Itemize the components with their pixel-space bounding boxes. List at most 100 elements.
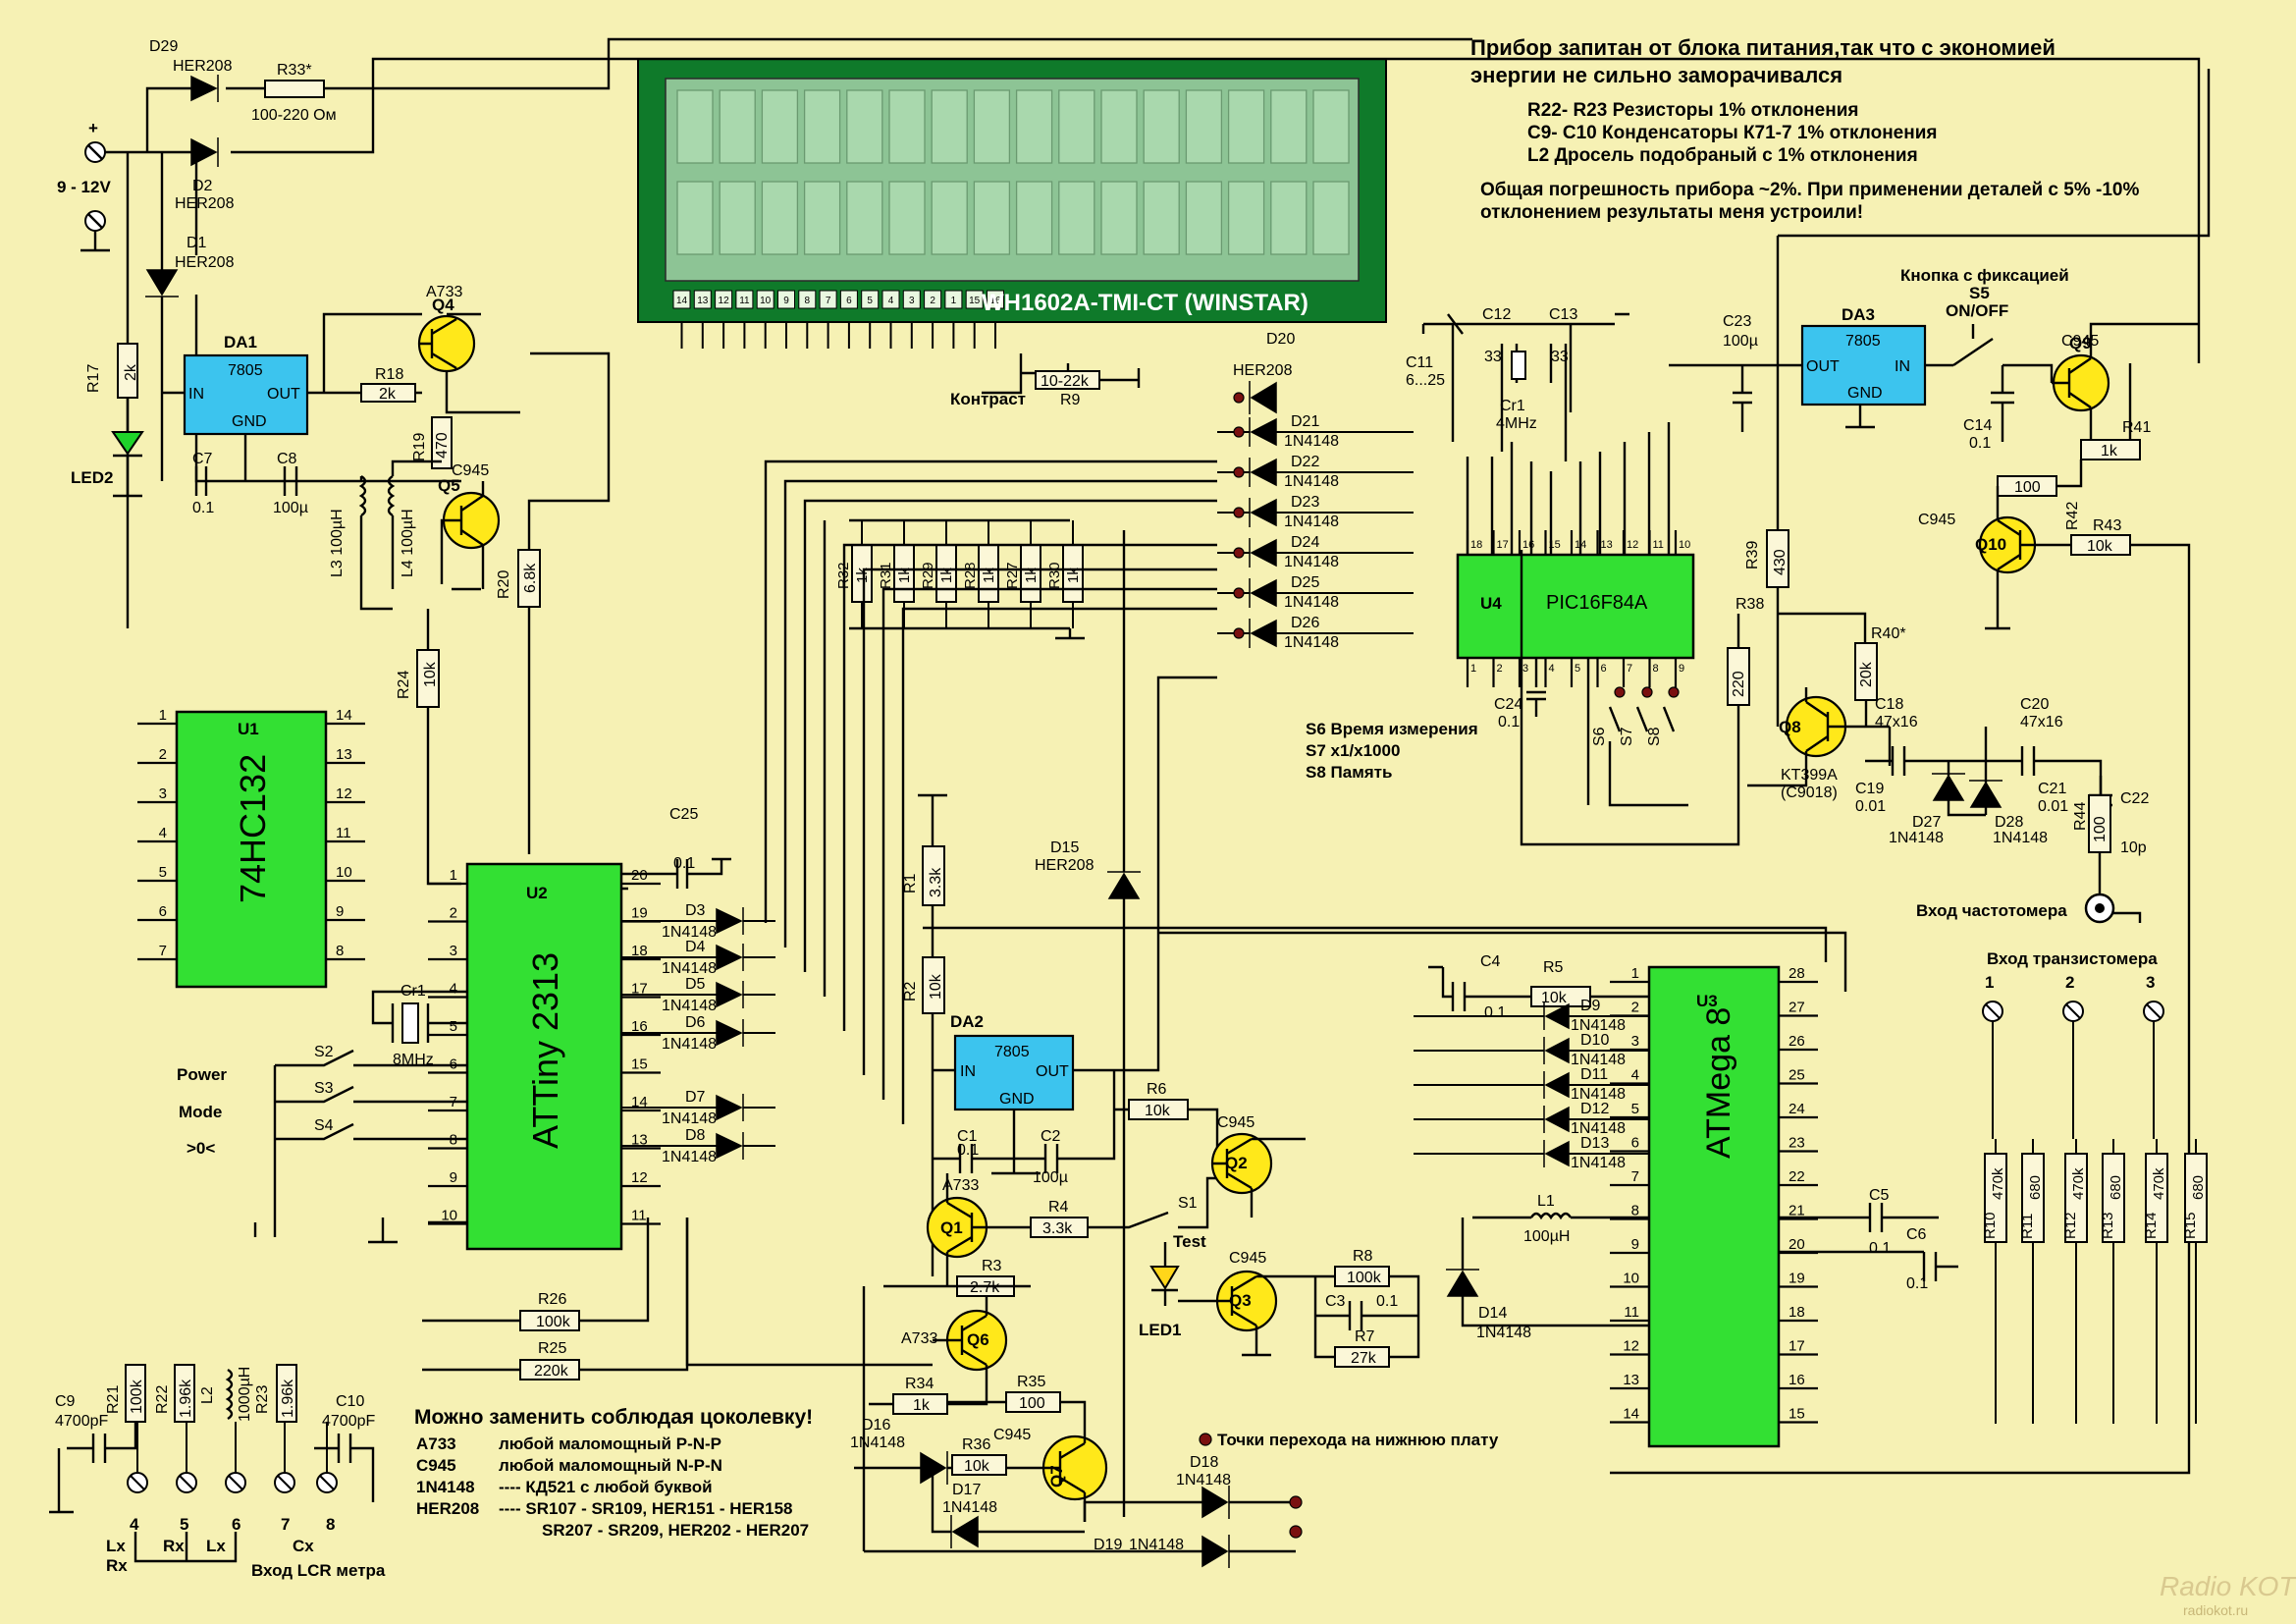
d14-label: D14 bbox=[1478, 1305, 1507, 1322]
c13-label: C13 bbox=[1549, 306, 1577, 323]
sub-her208: HER208 bbox=[416, 1499, 479, 1518]
r15-value: 680 bbox=[2190, 1175, 2207, 1200]
q4-q5-stage: R18 2k Q4 A733 R19 470 Q5 C945 R20 6.8k bbox=[360, 284, 611, 854]
pic-inputs[interactable]: C24 0.1 S6 S7 S8 S6 Время измерения S7 x… bbox=[1306, 658, 1688, 807]
r39-value: 430 bbox=[1772, 549, 1789, 575]
r19-value: 470 bbox=[434, 432, 451, 459]
q2-q3-stage: R6 10k Q2 C945 LED1 Q3 C945 R8 100k C3 0… bbox=[1114, 1081, 1420, 1368]
lcd-pin-label: 3 bbox=[909, 296, 915, 306]
u3-pin-label: 13 bbox=[1623, 1372, 1639, 1388]
lcd-pin bbox=[902, 290, 921, 309]
q8-preamp: R39 430 R38 220 Q8 KT399A (C9018) R40* 2… bbox=[1520, 69, 2211, 846]
lcd-char-cell bbox=[1015, 181, 1053, 255]
note-line-5: L2 Дросель подобраный с 1% отклонения bbox=[1527, 145, 1918, 166]
c12-label: C12 bbox=[1482, 306, 1511, 323]
r17-value: 2k bbox=[123, 363, 139, 381]
u4-pin-label: 11 bbox=[1653, 539, 1664, 551]
u3-pin-label: 18 bbox=[1789, 1304, 1805, 1321]
u3-pin-label: 28 bbox=[1789, 965, 1805, 982]
c5-c6: C5 0.1 C6 0.1 bbox=[1779, 1187, 1958, 1292]
r15-label: R15 bbox=[2182, 1212, 2199, 1239]
r18-value: 2k bbox=[379, 386, 397, 403]
q7-type: C945 bbox=[993, 1427, 1031, 1443]
d18-label: D18 bbox=[1190, 1454, 1218, 1471]
d19-label: D19 bbox=[1094, 1537, 1122, 1553]
d7-value: 1N4148 bbox=[662, 1110, 717, 1127]
d4-diode bbox=[716, 944, 744, 971]
c10-label: C10 bbox=[336, 1393, 364, 1410]
bus-wires bbox=[621, 422, 1847, 1406]
lcd-pin bbox=[965, 290, 984, 309]
r34-value: 1k bbox=[913, 1397, 931, 1414]
r6-value: 10k bbox=[1145, 1103, 1171, 1119]
d13-value: 1N4148 bbox=[1571, 1155, 1626, 1171]
s7-text: S7 x1/x1000 bbox=[1306, 741, 1400, 760]
s1-label[interactable]: S1 bbox=[1178, 1195, 1198, 1212]
transfer-point bbox=[1641, 686, 1653, 698]
d20-value: HER208 bbox=[1233, 362, 1293, 379]
c9-value: 4700pF bbox=[55, 1413, 108, 1430]
lcd-char-cell bbox=[973, 89, 1011, 164]
lcd-char-cell bbox=[676, 89, 714, 164]
d14-value: 1N4148 bbox=[1476, 1325, 1531, 1341]
d21-value: 1N4148 bbox=[1284, 433, 1339, 450]
d8-value: 1N4148 bbox=[662, 1149, 717, 1165]
u3-pin-label: 12 bbox=[1623, 1338, 1639, 1355]
r18-label: R18 bbox=[375, 366, 403, 383]
l2-label: L2 bbox=[199, 1386, 216, 1404]
d7-diode bbox=[716, 1094, 744, 1121]
note-line-7: отклонением результаты меня устроили! bbox=[1480, 202, 1863, 223]
r3-value: 2.7k bbox=[970, 1279, 1000, 1296]
d2-value: HER208 bbox=[175, 195, 235, 212]
mode-label: Mode bbox=[179, 1103, 222, 1121]
d24-label: D24 bbox=[1291, 534, 1319, 551]
d21-diode bbox=[1249, 417, 1277, 447]
c19-value: 0.01 bbox=[1855, 798, 1886, 815]
mode-switches[interactable]: S2 S3 S4 Power Mode >0< bbox=[177, 1044, 467, 1237]
d5-value: 1N4148 bbox=[662, 998, 717, 1014]
u1-pin-label: 6 bbox=[159, 903, 167, 920]
t8-label: 8 bbox=[326, 1515, 335, 1534]
s5-title: Кнопка с фиксацией bbox=[1900, 266, 2069, 285]
q1-type: A733 bbox=[942, 1177, 979, 1194]
d15-value: HER208 bbox=[1035, 857, 1095, 874]
d18-value: 1N4148 bbox=[1176, 1472, 1231, 1489]
contrast-r9[interactable]: 10-22k R9 Контраст bbox=[950, 353, 1141, 408]
l1-d14: L1 100µH D14 1N4148 bbox=[1446, 1193, 1649, 1341]
r19-label: R19 bbox=[411, 433, 428, 461]
da1-in: IN bbox=[188, 386, 204, 403]
d2-label: D2 bbox=[192, 178, 213, 194]
r4-label: R4 bbox=[1048, 1199, 1069, 1216]
lcd-char-cell bbox=[676, 181, 714, 255]
c1-label: C1 bbox=[957, 1128, 978, 1145]
d3-diode bbox=[716, 907, 744, 935]
transfer-point bbox=[1233, 392, 1245, 404]
r5-value: 10k bbox=[1541, 990, 1568, 1006]
s7-label: S7 bbox=[1619, 727, 1635, 746]
da1-name: 7805 bbox=[228, 362, 263, 379]
u4-pin-label: 5 bbox=[1575, 663, 1580, 675]
d13-diode bbox=[1543, 1140, 1570, 1167]
d23-diode bbox=[1249, 498, 1277, 527]
c7-value: 0.1 bbox=[192, 500, 214, 516]
cx-label: Cx bbox=[293, 1537, 314, 1555]
da2-ref: DA2 bbox=[950, 1012, 984, 1031]
s4-label: S4 bbox=[314, 1117, 334, 1134]
t7-label: 7 bbox=[281, 1515, 290, 1534]
r40-value: 20k bbox=[1858, 661, 1875, 687]
r23-label: R23 bbox=[254, 1385, 271, 1414]
s5-power-switch[interactable]: Кнопка с фиксацией S5 ON/OFF bbox=[1900, 266, 2069, 366]
lcd-pin bbox=[944, 290, 963, 309]
lcd-pin bbox=[798, 290, 817, 309]
lcd-pin bbox=[777, 290, 795, 309]
r9-label: R9 bbox=[1060, 392, 1081, 408]
r20-label: R20 bbox=[496, 570, 512, 599]
lcd-pin bbox=[819, 290, 837, 309]
d12-label: D12 bbox=[1580, 1101, 1609, 1117]
note-line-3: R22- R23 Резисторы 1% отклонения bbox=[1527, 100, 1858, 121]
diode-bank-d20-d26: D20 HER208 D211N4148D221N4148D231N4148D2… bbox=[1217, 331, 1414, 651]
d23-value: 1N4148 bbox=[1284, 514, 1339, 530]
u3-pin-label: 11 bbox=[1624, 1304, 1639, 1321]
